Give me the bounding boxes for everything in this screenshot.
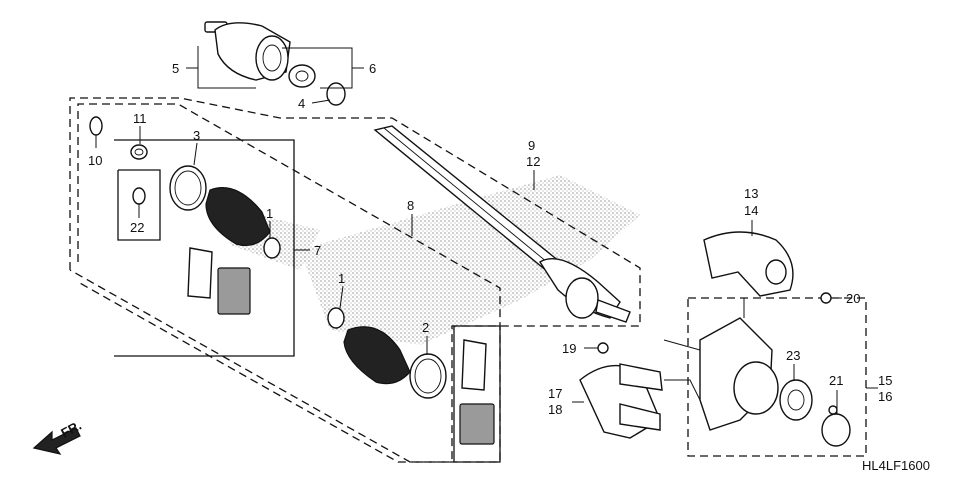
front-direction-indicator: FR. xyxy=(32,418,84,455)
callout-3: 3 xyxy=(193,128,200,143)
callout-23: 23 xyxy=(786,348,800,363)
callout-7: 7 xyxy=(314,243,321,258)
boot-lower xyxy=(327,307,495,445)
callout-13: 13 xyxy=(744,186,758,201)
callout-labels: 5 6 4 10 11 3 22 1 7 8 9 12 1 2 13 14 20… xyxy=(88,61,892,417)
callout-4: 4 xyxy=(298,96,305,111)
callout-1-lower: 1 xyxy=(338,271,345,286)
callout-8: 8 xyxy=(407,198,414,213)
callout-1: 1 xyxy=(266,206,273,221)
callout-2: 2 xyxy=(422,320,429,335)
callout-12: 12 xyxy=(526,154,540,169)
callout-22: 22 xyxy=(130,220,144,235)
knuckle xyxy=(579,231,851,447)
boot-kit-frame xyxy=(114,139,501,463)
assembly-outline xyxy=(69,97,867,463)
callout-5: 5 xyxy=(172,61,179,76)
callout-6: 6 xyxy=(369,61,376,76)
boot-upper xyxy=(187,187,281,315)
callout-14: 14 xyxy=(744,203,758,218)
callout-16: 16 xyxy=(878,389,892,404)
callout-10: 10 xyxy=(88,153,102,168)
callout-11: 11 xyxy=(133,111,147,126)
callout-19: 19 xyxy=(562,341,576,356)
callout-18: 18 xyxy=(548,402,562,417)
callout-17: 17 xyxy=(548,386,562,401)
leader-lines xyxy=(95,46,878,414)
stipple-background xyxy=(230,175,640,345)
left-rings xyxy=(89,116,207,211)
drive-shaft xyxy=(373,125,631,323)
part-code: HL4LF1600 xyxy=(862,458,930,473)
callout-15: 15 xyxy=(878,373,892,388)
callout-20: 20 xyxy=(846,291,860,306)
inner-cv-joint xyxy=(204,21,346,106)
callout-9: 9 xyxy=(528,138,535,153)
callout-21: 21 xyxy=(829,373,843,388)
